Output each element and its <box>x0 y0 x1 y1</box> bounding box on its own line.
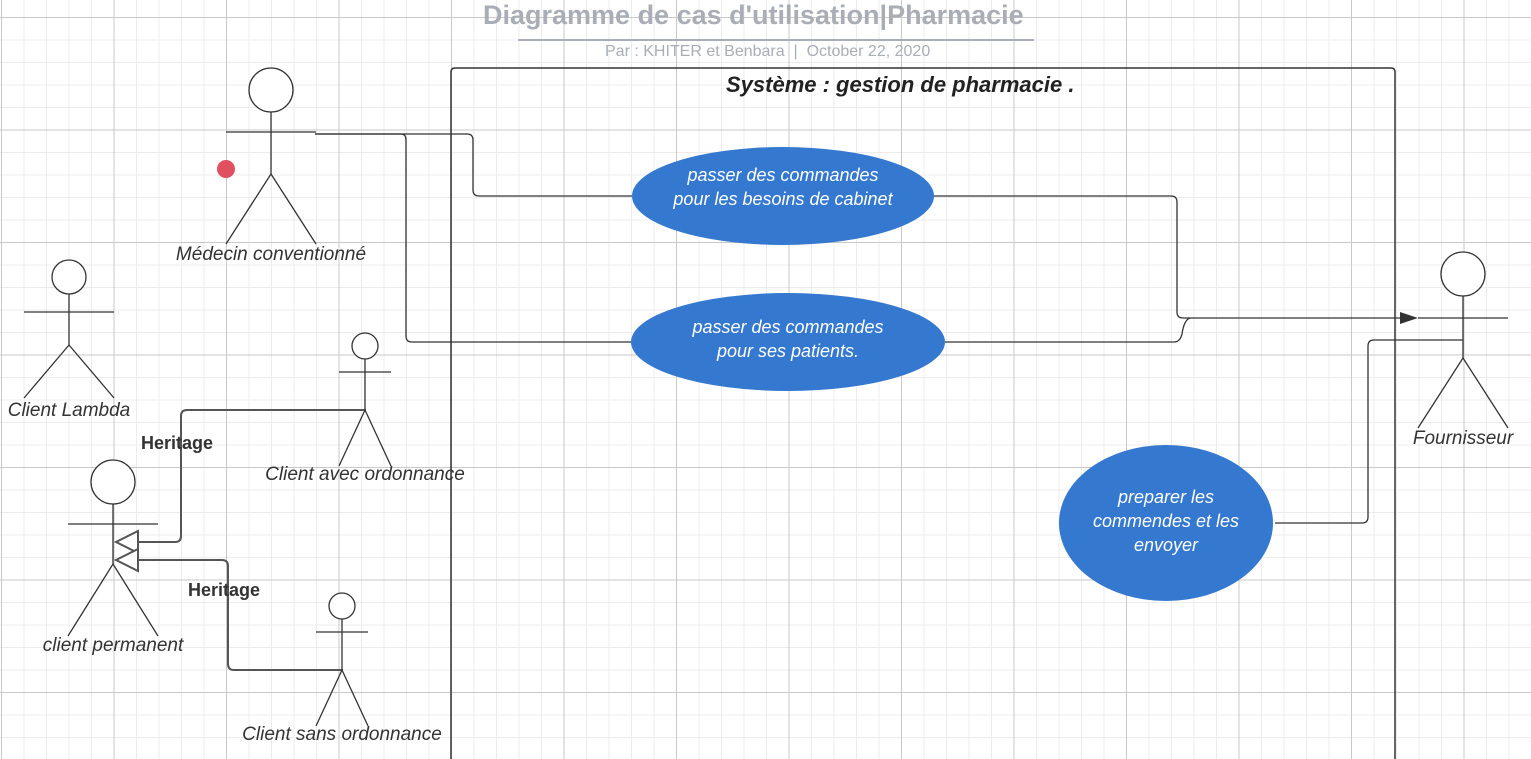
connector-medecin-besoins[interactable] <box>315 133 632 197</box>
actor-fournisseur[interactable] <box>1417 251 1509 429</box>
actor-client-lambda-label: Client Lambda <box>7 400 131 421</box>
heritage-label-1: Heritage <box>141 433 214 453</box>
actor-medecin-label: Médecin conventionné <box>175 244 367 265</box>
page-title: Diagramme de cas d'utilisation|Pharmacie <box>483 0 1024 30</box>
system-boundary[interactable] <box>450 67 1396 759</box>
use-case-preparer-label: preparer les commendes et les envoyer <box>1092 487 1240 555</box>
actor-client-lambda[interactable] <box>23 259 115 399</box>
actor-fournisseur-label: Fournisseur <box>1412 428 1514 449</box>
use-case-besoins-cabinet-label: passer des commandes pour les besoins de… <box>673 165 893 209</box>
system-title: Système : gestion de pharmacie . <box>726 72 1075 97</box>
heritage-line-avec[interactable] <box>138 409 366 543</box>
use-case-patients-label: passer des commandes pour ses patients. <box>692 317 884 361</box>
actor-client-permanent[interactable] <box>67 459 159 637</box>
actor-client-sans[interactable] <box>315 592 369 727</box>
selection-marker[interactable] <box>217 160 235 178</box>
connector-patients-fournisseur[interactable] <box>945 317 1191 343</box>
actor-client-avec-label: Client avec ordonnance <box>265 464 465 485</box>
arrowhead-fournisseur <box>1400 312 1418 324</box>
heritage-arrowhead-2 <box>113 547 139 573</box>
connector-preparer-fournisseur[interactable] <box>1275 339 1463 524</box>
use-case-besoins-cabinet[interactable] <box>632 147 934 245</box>
connector-medecin-patients[interactable] <box>315 133 632 343</box>
use-case-patients[interactable] <box>631 293 945 391</box>
heritage-line-sans[interactable] <box>138 559 343 671</box>
actor-client-permanent-label: client permanent <box>42 635 184 656</box>
heritage-label-2: Heritage <box>188 580 261 600</box>
actor-medecin[interactable] <box>225 67 317 245</box>
connector-besoins-fournisseur[interactable] <box>934 195 1403 319</box>
actor-client-sans-label: Client sans ordonnance <box>242 724 442 745</box>
heritage-arrowhead-1 <box>113 529 139 555</box>
actor-client-avec[interactable] <box>338 332 392 467</box>
use-case-preparer[interactable] <box>1059 445 1273 601</box>
page-subtitle: Par : KHITER et Benbara | October 22, 20… <box>605 43 931 60</box>
